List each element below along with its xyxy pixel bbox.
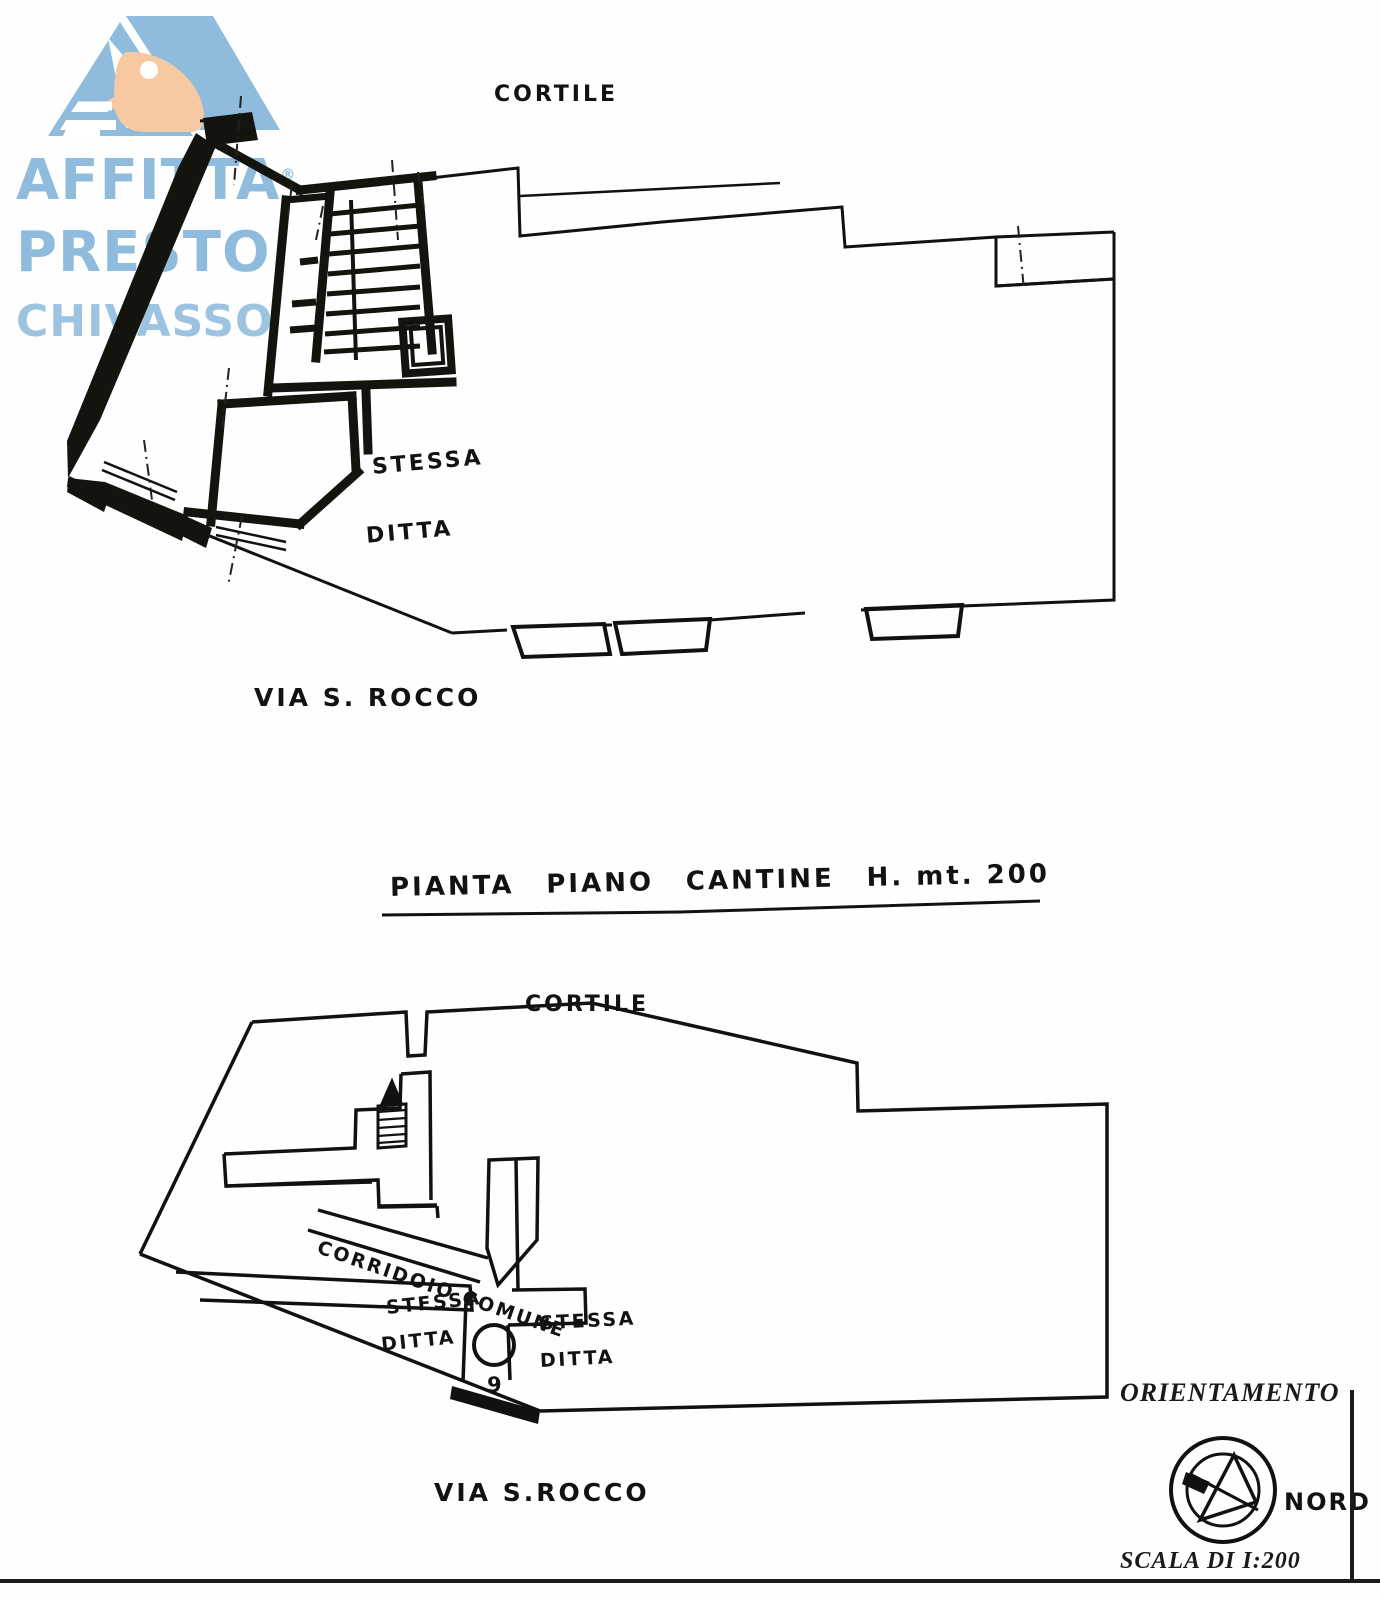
page-border-bottom	[0, 1579, 1380, 1583]
label-cortile-upper: CORTILE	[494, 82, 619, 107]
stair-direction-arrow	[379, 1077, 404, 1107]
label-unit-number: 9	[487, 1373, 502, 1397]
lower-floor-plan-drawing	[138, 1001, 1109, 1424]
axis-lines	[143, 95, 1025, 587]
legend-orientation-title: ORIENTAMENTO	[1120, 1378, 1340, 1407]
upper-floor-plan-drawing	[67, 95, 1116, 660]
legend-north-label: NORD	[1284, 1488, 1371, 1516]
label-cortile-lower: CORTILE	[525, 992, 650, 1017]
label-via-s-rocco-lower: VIA S.ROCCO	[434, 1478, 650, 1507]
unit-number-marker	[472, 1323, 516, 1367]
title-part-cantine: CANTINE	[685, 863, 836, 897]
compass-rose-icon	[1169, 1436, 1277, 1544]
title-part-height: H. mt. 200	[866, 859, 1051, 893]
label-ditta-lower-right: DITTA	[539, 1346, 616, 1372]
stair-handrail	[349, 199, 358, 361]
title-underline	[381, 899, 1041, 917]
page-border-right	[1350, 1390, 1354, 1583]
label-via-s-rocco-upper: VIA S. ROCCO	[254, 683, 482, 712]
legend-scale-label: SCALA DI I:200	[1120, 1548, 1301, 1574]
affitta-presto-logo: AFFITTA® PRESTO CHIVASSO	[8, 8, 308, 348]
title-block: PIANTA PIANO CANTINE H. mt. 200	[390, 859, 1050, 903]
window-bays	[510, 602, 965, 660]
